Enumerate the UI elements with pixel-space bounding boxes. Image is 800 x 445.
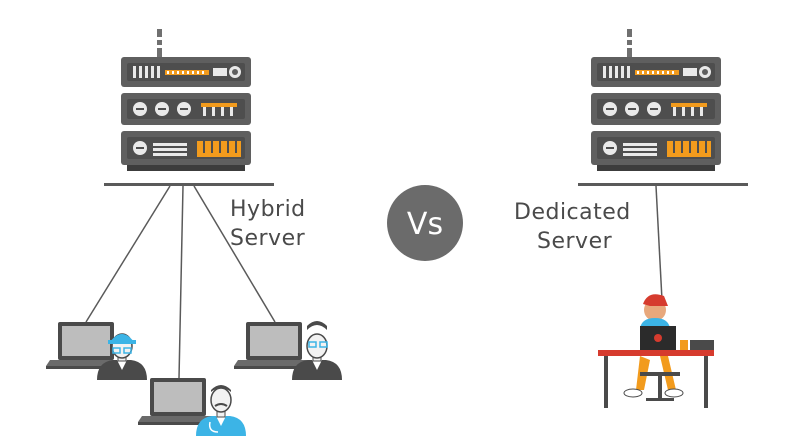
vs-circle: [387, 185, 463, 261]
dedicated-label-line2: Server: [537, 229, 613, 254]
left-floor-line: [104, 183, 274, 186]
vs-label: Vs: [407, 207, 443, 242]
client-worker-laptop-icon: [234, 321, 343, 381]
client-engineer-laptop-icon: [46, 322, 148, 381]
right-floor-line: [578, 183, 748, 186]
hybrid-label-line2: Server: [230, 226, 306, 251]
client-doctor-laptop-icon: [138, 378, 246, 436]
hybrid-server-rack-icon: [121, 29, 251, 171]
hybrid-label-line1: Hybrid: [230, 197, 306, 222]
dedicated-user-desk-icon: [598, 294, 714, 408]
dedicated-label-line1: Dedicated: [514, 200, 631, 225]
dedicated-server-rack-icon: [591, 29, 721, 171]
network-lines: [85, 185, 663, 379]
